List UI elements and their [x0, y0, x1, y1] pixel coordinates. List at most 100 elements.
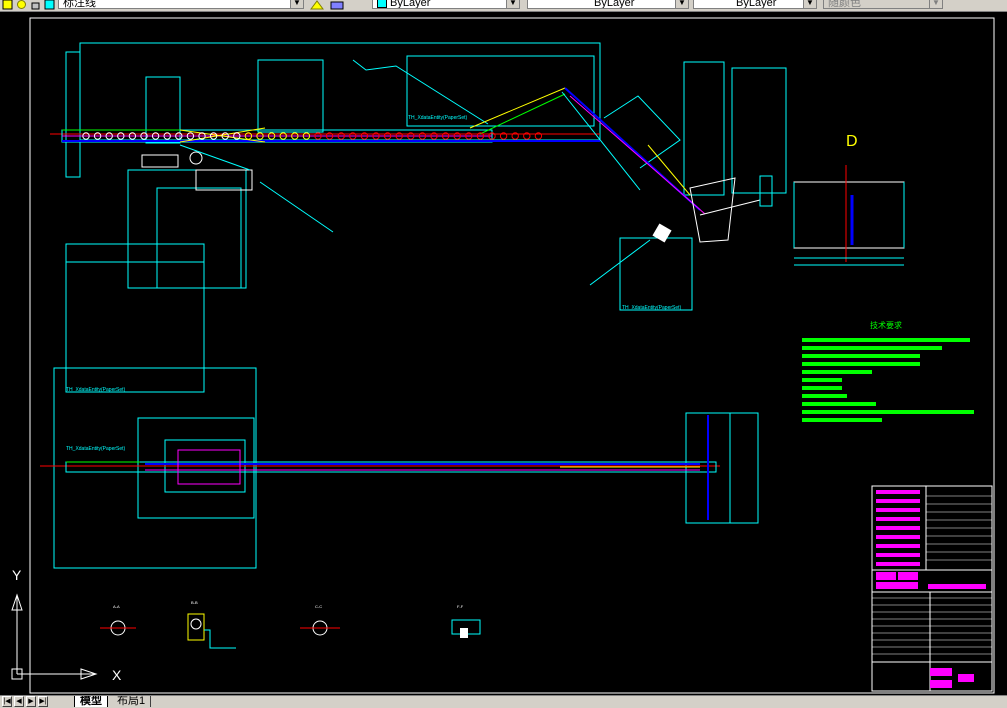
discharge-hopper	[647, 144, 761, 243]
properties-toolbar: 标注线 ▼ ByLayer ▼ ByLayer ▼ ByLayer ▼ 随颜色 …	[0, 0, 1007, 12]
tech-requirement-line	[802, 418, 882, 422]
layer-previous-icon[interactable]	[330, 0, 344, 10]
roller	[267, 132, 276, 140]
title-block-entry	[876, 553, 920, 557]
section-ff-label: F-F	[457, 604, 464, 609]
ucs-icon: Y X	[11, 567, 122, 683]
layer-color-icon[interactable]	[44, 0, 55, 10]
make-current-layer-icon[interactable]	[310, 0, 324, 10]
title-block-entry	[876, 526, 920, 530]
roller	[186, 132, 195, 140]
lineweight-dropdown[interactable]: ByLayer ▼	[693, 0, 817, 9]
section-d-view: D	[759, 133, 905, 266]
roller	[523, 132, 531, 140]
drive-unit	[141, 144, 253, 191]
title-block-entry	[876, 499, 920, 503]
roller	[93, 132, 102, 140]
last-tab-icon[interactable]: ▶|	[38, 696, 48, 707]
plotstyle-dropdown[interactable]: 随颜色 ▼	[823, 0, 943, 9]
ucs-x-label: X	[112, 667, 122, 683]
first-tab-icon[interactable]: |◀	[2, 696, 12, 707]
roller	[511, 132, 519, 140]
roller	[128, 132, 137, 140]
entity-label-2: TH_XdataEntity(PaperSet)	[66, 446, 126, 452]
sun-icon[interactable]	[16, 0, 27, 9]
roller	[221, 132, 229, 140]
roller	[534, 132, 543, 140]
roller	[151, 132, 160, 140]
section-cc-label: C-C	[315, 604, 322, 609]
roller	[395, 132, 403, 140]
roller	[198, 132, 206, 140]
tech-requirement-line	[802, 386, 842, 390]
roller	[453, 132, 461, 140]
roller	[140, 132, 148, 140]
ucs-y-label: Y	[12, 567, 22, 583]
lock-icon[interactable]	[30, 0, 41, 10]
tech-requirement-line	[802, 410, 974, 414]
entity-label-4: TH_XdataEntity(PaperSet)	[622, 305, 682, 311]
tech-requirement-line	[802, 362, 920, 366]
section-details: A-A B-B C-C F-F	[100, 600, 481, 649]
title-block-entry	[876, 535, 920, 539]
tab-layout1[interactable]: 布局1	[112, 696, 152, 707]
chevron-down-icon[interactable]: ▼	[675, 0, 688, 8]
roller	[279, 132, 287, 140]
title-block-entry	[876, 490, 920, 494]
tab-model[interactable]: 模型	[74, 696, 108, 707]
chevron-down-icon[interactable]: ▼	[929, 0, 942, 8]
roller	[209, 132, 218, 140]
roller	[349, 132, 357, 140]
plan-conveyor-belt	[40, 415, 720, 520]
top-roller-row	[82, 132, 543, 140]
chevron-down-icon[interactable]: ▼	[290, 0, 303, 8]
tech-requirement-line	[802, 370, 872, 374]
layer-state-icon[interactable]	[2, 0, 13, 10]
roller	[360, 132, 369, 140]
title-block-entry	[876, 517, 920, 521]
title-block-entry	[876, 562, 920, 566]
roller	[499, 132, 508, 140]
roller	[233, 132, 241, 140]
chevron-down-icon[interactable]: ▼	[506, 0, 519, 8]
prev-tab-icon[interactable]: ◀	[14, 696, 24, 707]
roller	[314, 132, 322, 140]
roller	[325, 132, 334, 140]
lineweight-value: ByLayer	[736, 0, 777, 9]
roller	[256, 132, 264, 140]
tech-requirement-lines	[802, 338, 974, 422]
drawing-canvas[interactable]: D TH_XdataEntity(PaperSet) TH_XdataEntit…	[0, 12, 1007, 695]
roller	[476, 132, 485, 140]
color-value: ByLayer	[390, 0, 431, 9]
roller	[82, 132, 90, 140]
linetype-dropdown[interactable]: 标注线 ▼	[58, 0, 304, 9]
title-block	[871, 485, 993, 692]
entity-label-3: TH_XdataEntity(PaperSet)	[408, 115, 468, 121]
chevron-down-icon[interactable]: ▼	[803, 0, 816, 8]
tech-requirement-line	[802, 346, 942, 350]
roller	[337, 132, 345, 140]
tech-requirement-line	[802, 394, 847, 398]
roller	[117, 132, 125, 140]
linetype2-value: ByLayer	[594, 0, 635, 9]
roller	[418, 132, 427, 140]
technical-requirements: 技术要求	[802, 320, 974, 422]
linetype-control-dropdown[interactable]: ByLayer ▼	[527, 0, 689, 9]
roller	[441, 132, 450, 140]
next-tab-icon[interactable]: ▶	[26, 696, 36, 707]
roller	[465, 132, 473, 140]
tech-requirement-line	[802, 402, 876, 406]
title-block-rows	[872, 490, 992, 655]
plotstyle-value: 随颜色	[828, 0, 861, 9]
color-swatch	[377, 0, 387, 8]
color-dropdown[interactable]: ByLayer ▼	[372, 0, 520, 9]
tech-requirement-line	[802, 338, 970, 342]
title-block-entry	[876, 544, 920, 548]
roller	[175, 132, 183, 140]
roller	[407, 132, 415, 140]
section-d-label: D	[846, 133, 858, 150]
linetype-value: 标注线	[63, 0, 96, 9]
section-bb-label: B-B	[191, 600, 198, 605]
drawing-border	[29, 17, 995, 694]
section-aa-label: A-A	[113, 604, 120, 609]
